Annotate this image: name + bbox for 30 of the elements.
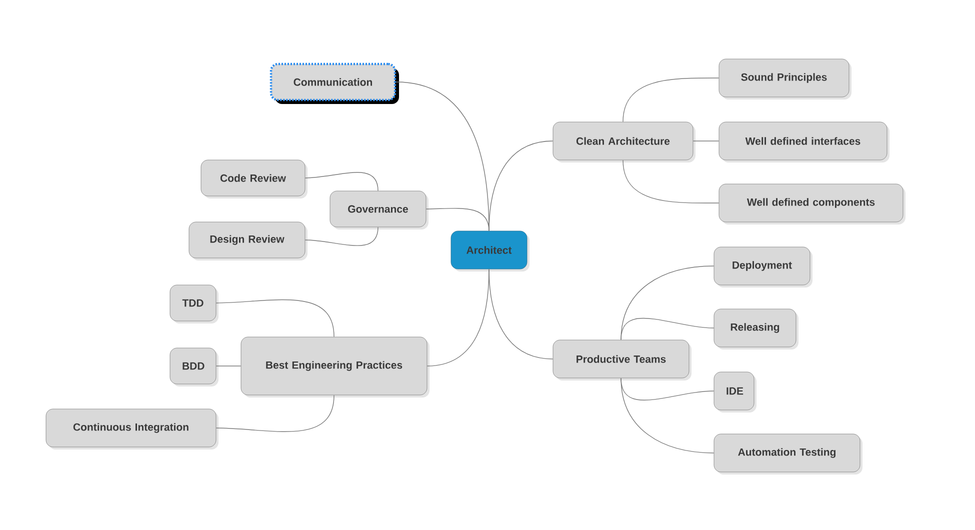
topic-box: Sound Principles bbox=[718, 58, 852, 100]
connector-line bbox=[304, 172, 378, 192]
selected-topic-box: Communication bbox=[270, 62, 399, 104]
connector-line bbox=[304, 226, 378, 246]
topic-box: Governance bbox=[330, 190, 428, 230]
topic-box: Well defined components bbox=[718, 184, 906, 224]
topic-box: Continuous Integration bbox=[46, 408, 218, 450]
connector-line bbox=[488, 268, 554, 360]
connector-line bbox=[622, 160, 720, 204]
topic-box: Code Review bbox=[200, 160, 308, 198]
topic-box: Clean Architecture bbox=[552, 122, 696, 162]
topic-box: Automation Testing bbox=[714, 434, 862, 474]
connector-line bbox=[216, 394, 334, 432]
connector-line bbox=[620, 266, 714, 340]
topic-box: BDD bbox=[170, 348, 218, 386]
topic-box: IDE bbox=[714, 372, 756, 412]
topic-box: Productive Teams bbox=[552, 340, 692, 380]
connector-line bbox=[692, 140, 720, 142]
topic-box: Architect bbox=[450, 230, 530, 272]
topic-box: Deployment bbox=[714, 246, 812, 288]
connector-line bbox=[216, 299, 334, 338]
topic-box: Releasing bbox=[714, 308, 798, 350]
topic-box: TDD bbox=[170, 284, 218, 324]
connector-line bbox=[622, 78, 720, 122]
topic-box: Best Engineering Practices bbox=[240, 336, 430, 398]
topic-box: Design Review bbox=[188, 222, 308, 260]
connector-line bbox=[620, 318, 714, 340]
connector-line bbox=[620, 378, 714, 454]
connector-line bbox=[488, 140, 554, 232]
topic-box: Well defined interfaces bbox=[718, 122, 890, 162]
